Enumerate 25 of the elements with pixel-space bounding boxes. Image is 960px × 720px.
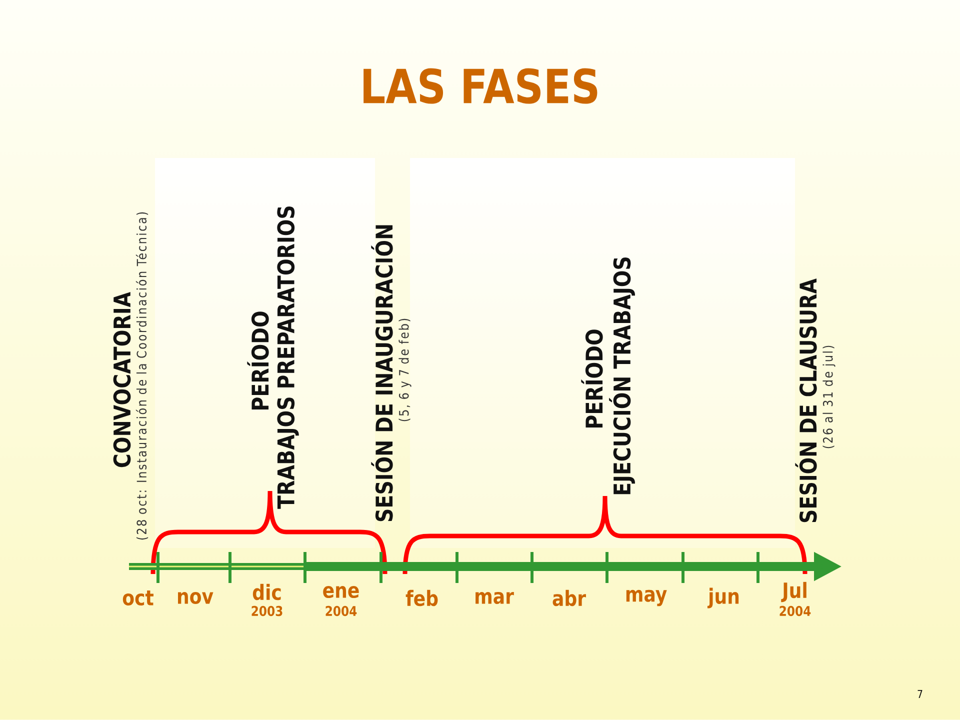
year-label: 2004 [780, 606, 811, 616]
page-number: 7 [918, 690, 922, 698]
title: LAS FASES [364, 68, 598, 104]
date-note: (5, 6 y 7 de feb) [398, 318, 412, 422]
month-label: ene [323, 586, 359, 598]
period-label: EJECUCIÓN TRABAJOS [609, 258, 635, 494]
month-label: Jul [781, 582, 806, 602]
month-label: jun [707, 588, 739, 608]
month-label: mar [476, 592, 514, 604]
month-label: dic [252, 584, 281, 600]
event-label: CONVOCATORIA [113, 292, 131, 468]
date-note: (26 al 31 de jul) [822, 346, 836, 448]
month-label: may [626, 590, 667, 606]
month-label: oct [122, 590, 154, 606]
year-label: 2003 [252, 606, 282, 616]
period-label: TRABAJOS PREPARATORIOS [277, 206, 299, 509]
month-label: abr [552, 590, 586, 606]
period-label: PERÍODO [247, 312, 269, 410]
month-label: feb [406, 590, 438, 606]
event-label: SESIÓN DE INAUGURACIÓN [371, 225, 393, 522]
event-label: SESIÓN DE CLAUSURA [795, 278, 817, 522]
year-label: 2004 [326, 606, 357, 616]
month-label: nov [178, 592, 214, 604]
date-note: (28 oct: Instauración de la Coordinación Técnica) [136, 212, 148, 540]
period-label: PERÍODO [581, 330, 603, 428]
